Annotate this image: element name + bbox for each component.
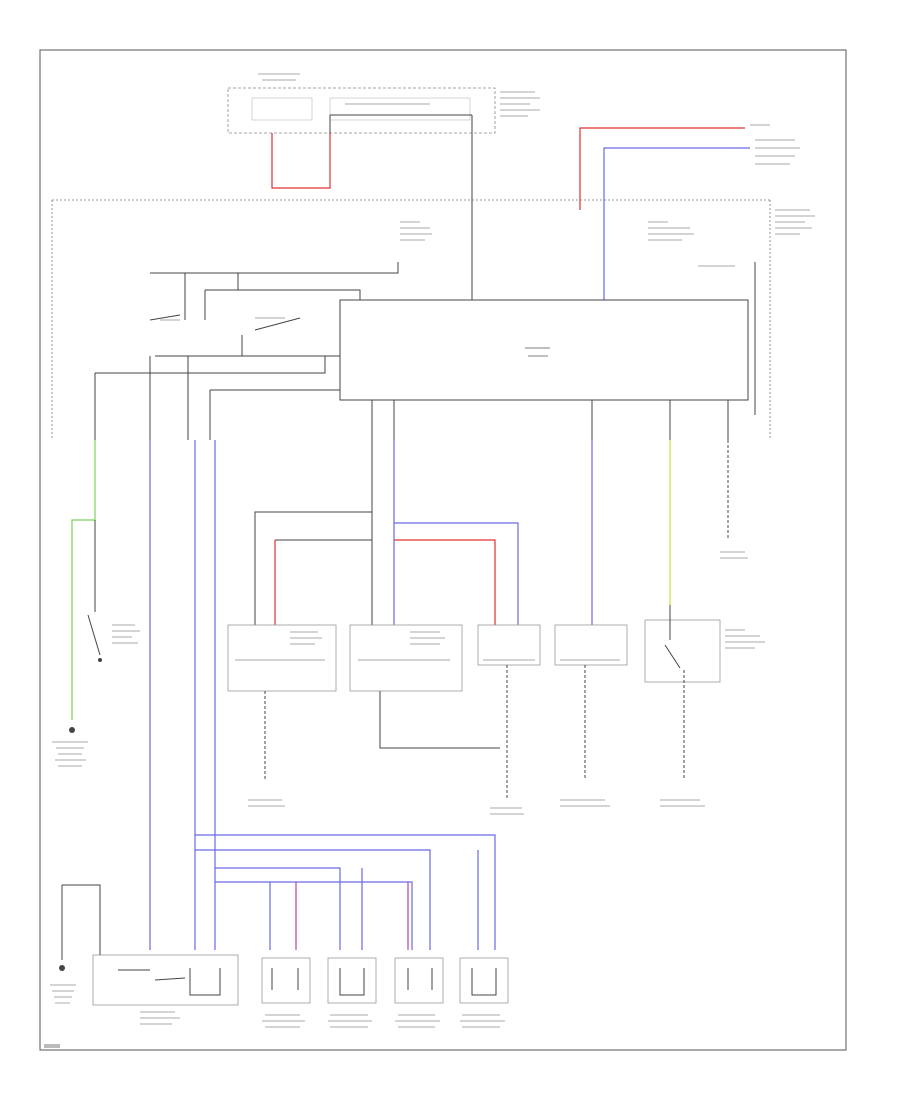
door-lock-knob-switch — [87, 600, 140, 662]
power-door-lock-actuator-3 — [477, 624, 541, 800]
wire-red-fuse-loop — [271, 133, 331, 189]
ecu-internal-wiring — [94, 262, 756, 415]
power-door-lock-actuator-2 — [349, 624, 500, 749]
master-door-lock-switch — [50, 884, 239, 1025]
power-door-lock-actuator-4 — [554, 624, 628, 780]
ground-labels — [248, 551, 748, 815]
trunk-key-switch — [644, 605, 765, 780]
footer-code-mark — [44, 1044, 60, 1048]
wire-blue-top-right — [603, 147, 750, 300]
actuator-feed-wiring — [254, 440, 593, 625]
ecu-connector-pins — [94, 400, 729, 440]
door-actuator-left-rear — [327, 957, 377, 1028]
wire-red-top-right — [579, 127, 745, 210]
door-actuator-liftgate — [459, 957, 509, 1028]
fuse-box-top — [227, 73, 540, 134]
junction-box — [51, 199, 815, 440]
door-actuator-front-right — [261, 957, 311, 1028]
bottom-bus-wiring — [195, 834, 496, 950]
ground-point-left — [69, 727, 75, 733]
ecu-module — [339, 299, 749, 401]
diagram-frame — [39, 49, 847, 1051]
door-actuator-right-rear — [394, 957, 444, 1028]
wire-green-left — [71, 440, 96, 720]
power-door-lock-actuator-1 — [227, 624, 337, 780]
